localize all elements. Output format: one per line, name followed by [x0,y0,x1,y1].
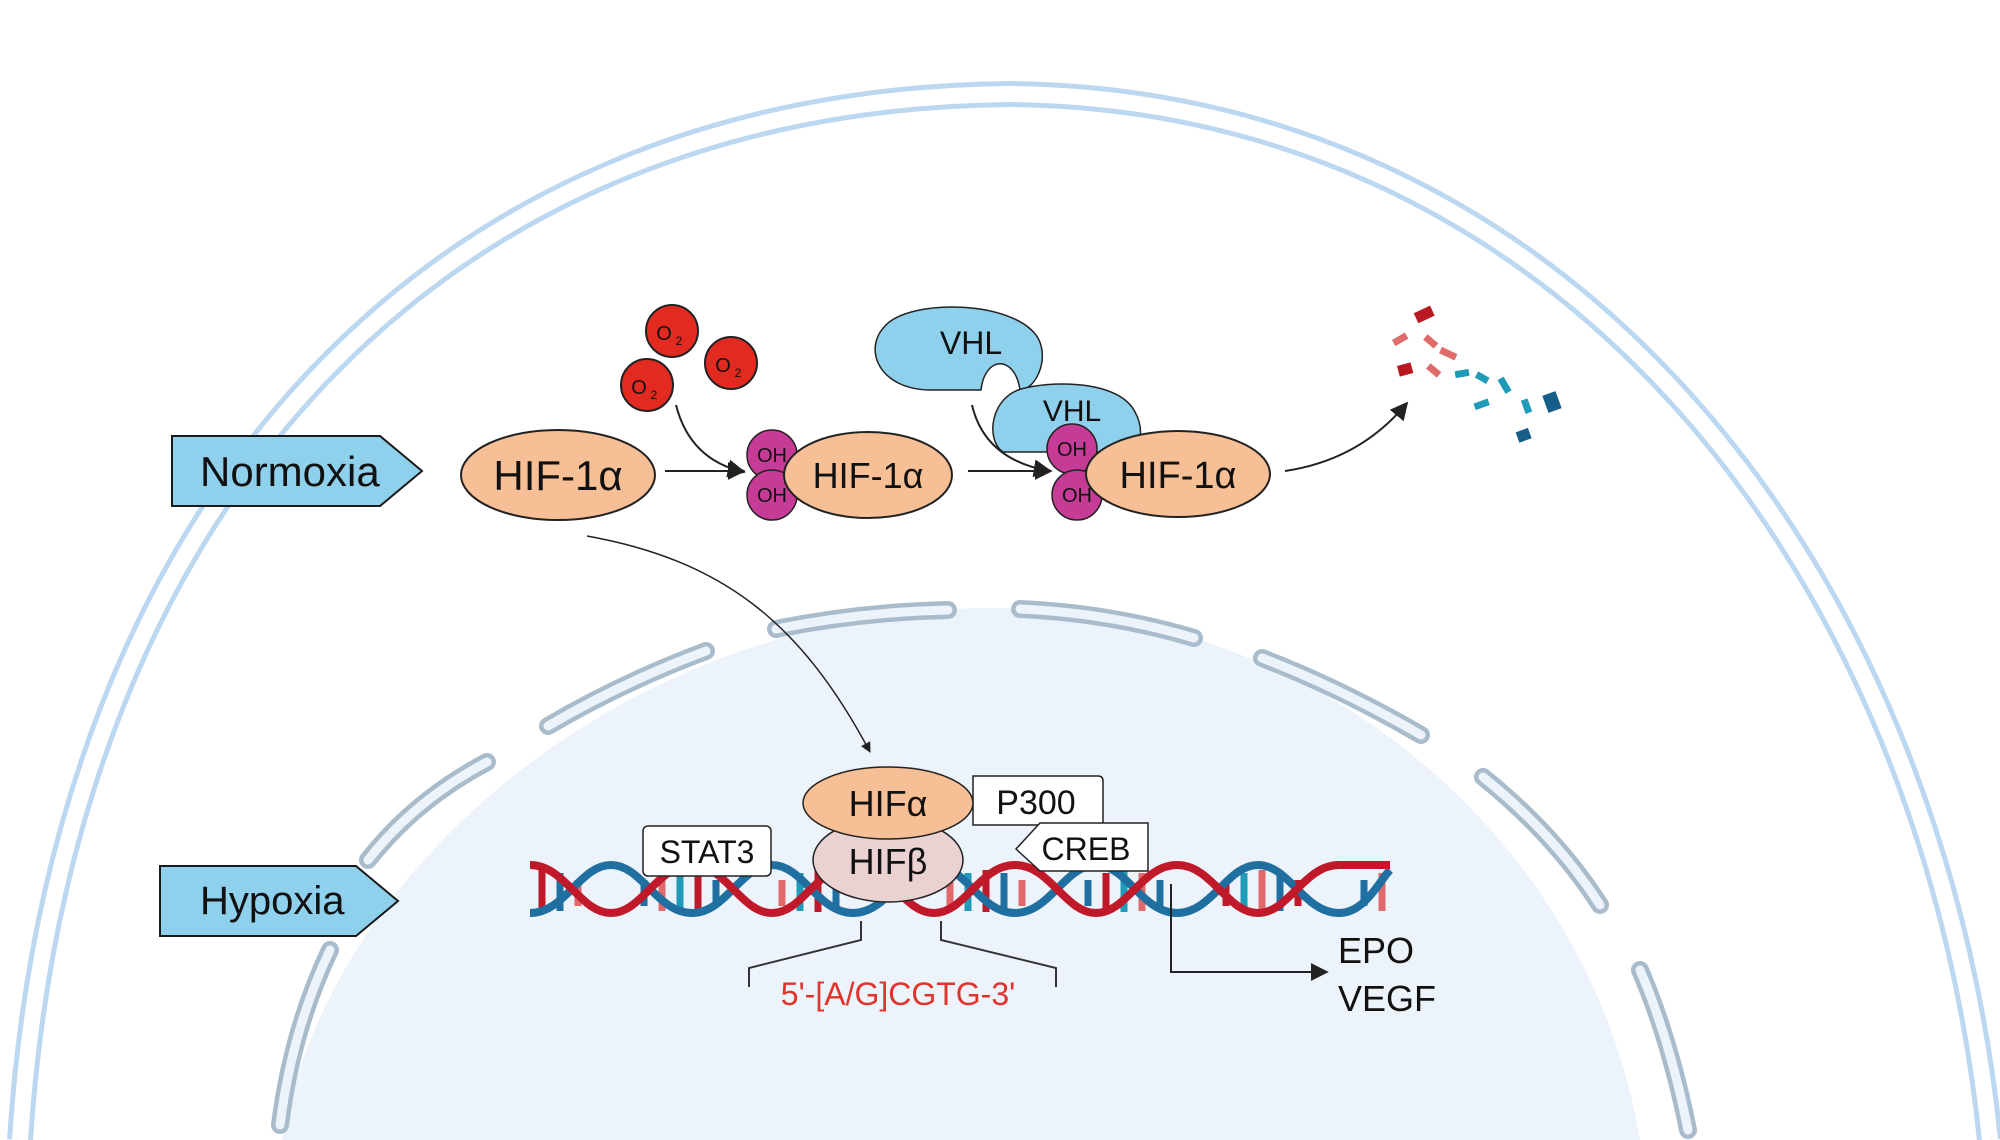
hypoxia-label: Hypoxia [200,879,345,923]
dna-double-helix [529,860,1394,918]
p300-box: P300 [972,775,1104,826]
hydroxylation-arrows [665,404,746,480]
oxygen-label: O [656,323,672,345]
hydroxyl-label: OH [1062,485,1092,507]
oxygen-molecule: O 2 [620,358,674,412]
oxygen-molecule: O 2 [704,336,758,390]
hydroxyl-label: OH [757,485,787,507]
stat3-label: STAT3 [660,834,755,870]
oxygen-subscript: 2 [676,334,683,348]
normoxia-label: Normoxia [200,448,380,495]
hif1a-label: HIF-1α [493,452,622,499]
nuclear-translocation-arrow [586,535,871,753]
oxygen-label: O [631,377,647,399]
normoxia-tag: Normoxia [171,435,424,507]
hif1a-vhl-complex: VHL OH OH HIF-1α [992,383,1271,521]
hif1a-hydroxylated: OH OH HIF-1α [746,429,953,521]
oxygen-molecule: O 2 [645,304,699,358]
hydroxyl-label: OH [757,445,787,467]
hif-beta-label: HIFβ [849,841,928,882]
oxygen-subscript: 2 [735,366,742,380]
hif-alpha: HIFα [802,766,974,840]
target-gene-vegf: VEGF [1338,978,1436,1019]
dna-strand-blue [529,860,1394,918]
hydroxyl-label: OH [1057,439,1087,461]
p300-label: P300 [996,784,1075,822]
hypoxia-tag-shape [159,865,400,937]
stat3-box: STAT3 [642,825,772,877]
vhl-label: VHL [1043,395,1101,428]
hif1a-initial: HIF-1α [460,429,656,521]
degraded-protein-fragments [1391,305,1562,443]
hif-alpha-label: HIFα [849,783,928,824]
hre-motif: 5'-[A/G]CGTG-3' [781,976,1015,1012]
oxygen-label: O [715,355,731,377]
target-gene-epo: EPO [1338,930,1414,971]
cell-membrane [7,80,2000,1140]
vhl-free: VHL [874,306,1044,391]
vhl-binding-arrows [968,404,1053,480]
vhl-label: VHL [940,325,1002,361]
oxygen-subscript: 2 [651,388,658,402]
transcription-arrow [1170,884,1329,981]
hif1a-label: HIF-1α [813,455,924,496]
creb-box: CREB [1014,822,1149,872]
normoxia-tag-shape [171,435,424,507]
hre-bracket [748,921,1057,987]
creb-label: CREB [1042,831,1131,867]
degradation-arrow [1284,401,1409,472]
hif1a-label: HIF-1α [1120,455,1237,497]
oxygen-molecules: O 2 O 2 O 2 [620,304,758,412]
hypoxia-tag: Hypoxia [159,865,400,937]
nuclear-envelope [271,600,1697,1139]
